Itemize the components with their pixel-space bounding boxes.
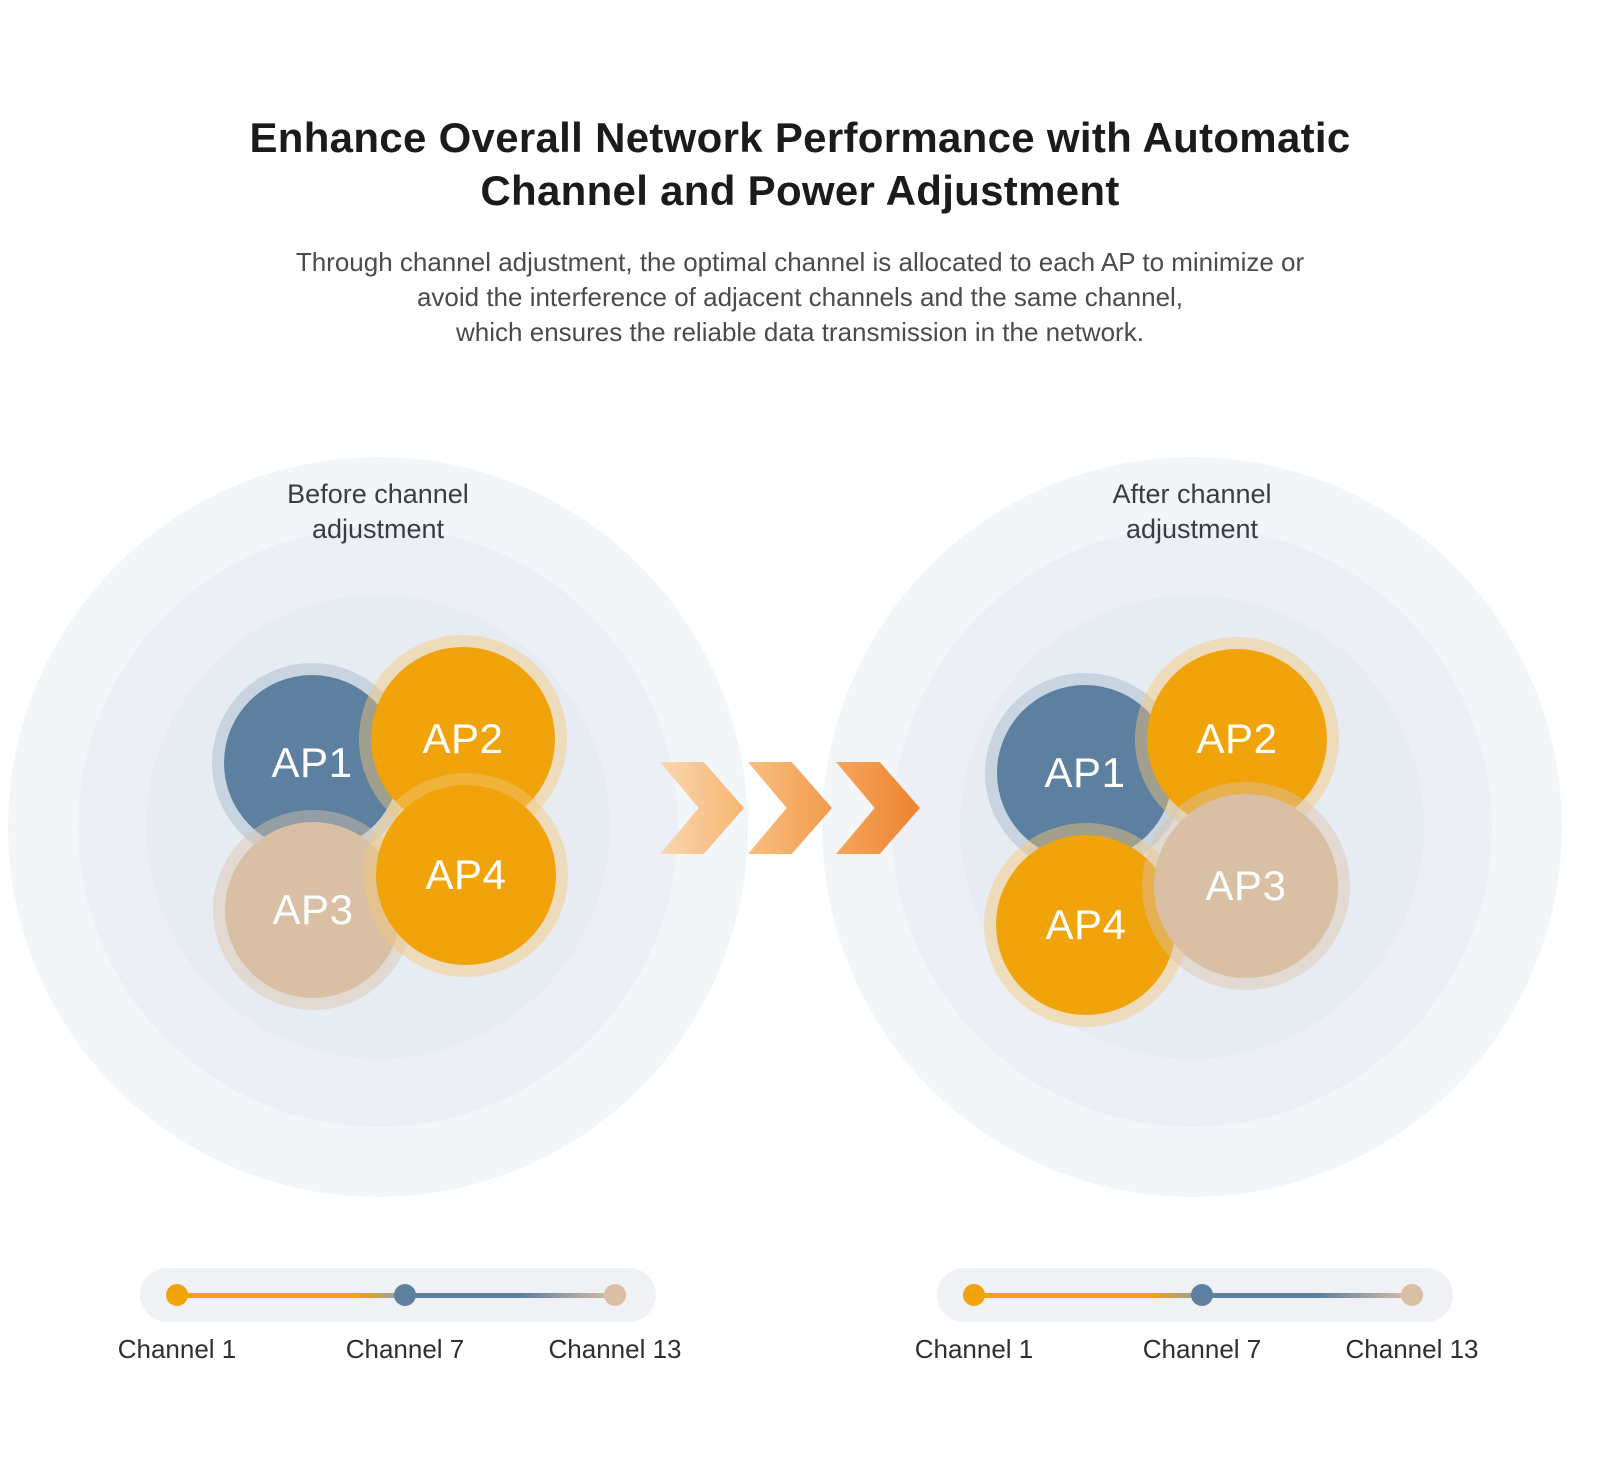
- ap3-circle-after: AP3: [1154, 794, 1338, 978]
- ap1-label-before: AP1: [271, 739, 353, 786]
- after-adjustment-label: After channel adjustment: [822, 477, 1562, 547]
- channel-1-dot: [166, 1284, 188, 1306]
- page-title-line-1: Enhance Overall Network Performance with…: [249, 114, 1351, 161]
- after-label-line-2: adjustment: [1125, 514, 1259, 545]
- ap1-label-after: AP1: [1044, 749, 1126, 796]
- channel-13-dot: [604, 1284, 626, 1306]
- before-adjustment-label: Before channel adjustment: [8, 477, 748, 547]
- before-label-line-2: adjustment: [311, 514, 445, 545]
- channel-7-dot: [1191, 1284, 1213, 1306]
- ap2-label-after: AP2: [1196, 715, 1278, 762]
- legend-line-channel1-to-7: [177, 1293, 405, 1298]
- channel-13-label: Channel 13: [548, 1334, 682, 1364]
- ap1-circle-after: AP1: [997, 685, 1173, 861]
- chevron-right-icon: [660, 762, 744, 854]
- page-title-line-2: Channel and Power Adjustment: [480, 166, 1120, 214]
- channel-7-label: Channel 7: [345, 1334, 465, 1364]
- channel-13-label: Channel 13: [1345, 1334, 1479, 1364]
- channel-legend-after: Channel 1 Channel 7 Channel 13: [912, 1268, 1497, 1373]
- diagram-before-adjustment: Before channel adjustment AP1 AP2 AP3 AP…: [8, 422, 748, 1232]
- channel-7-dot: [394, 1284, 416, 1306]
- subtitle-line-1: Through channel adjustment, the optimal …: [295, 247, 1305, 277]
- page-subtitle: Through channel adjustment, the optimal …: [0, 245, 1600, 350]
- diagram-after-adjustment: After channel adjustment AP1 AP2 AP4 AP3: [822, 422, 1562, 1232]
- ap4-circle-after: AP4: [996, 835, 1176, 1015]
- channel-1-label: Channel 1: [117, 1334, 237, 1364]
- before-label-line-1: Before channel: [287, 479, 469, 509]
- subtitle-line-3: which ensures the reliable data transmis…: [456, 317, 1144, 348]
- subtitle-line-2: avoid the interference of adjacent chann…: [416, 282, 1184, 313]
- ap3-label-after: AP3: [1205, 862, 1287, 909]
- channel-13-dot: [1401, 1284, 1423, 1306]
- ap1-circle-before: AP1: [224, 675, 400, 851]
- ap4-label-before: AP4: [425, 851, 507, 898]
- channel-7-label: Channel 7: [1142, 1334, 1262, 1364]
- channel-legend-before: Channel 1 Channel 7 Channel 13: [115, 1268, 700, 1373]
- ap4-circle-before: AP4: [376, 785, 556, 965]
- after-label-line-1: After channel: [1112, 479, 1272, 509]
- page-title: Enhance Overall Network Performance with…: [0, 112, 1600, 217]
- channel-1-dot: [963, 1284, 985, 1306]
- chevron-right-icon: [836, 762, 920, 854]
- ap3-label-before: AP3: [272, 886, 354, 933]
- ap4-label-after: AP4: [1045, 901, 1127, 948]
- legend-line-channel7-to-13: [405, 1293, 615, 1298]
- ap2-label-before: AP2: [422, 715, 504, 762]
- ap3-circle-before: AP3: [225, 822, 401, 998]
- channel-1-label: Channel 1: [914, 1334, 1034, 1364]
- transition-arrows: [660, 762, 922, 854]
- legend-line-channel7-to-13: [1202, 1293, 1412, 1298]
- legend-line-channel1-to-7: [974, 1293, 1202, 1298]
- chevron-right-icon: [748, 762, 832, 854]
